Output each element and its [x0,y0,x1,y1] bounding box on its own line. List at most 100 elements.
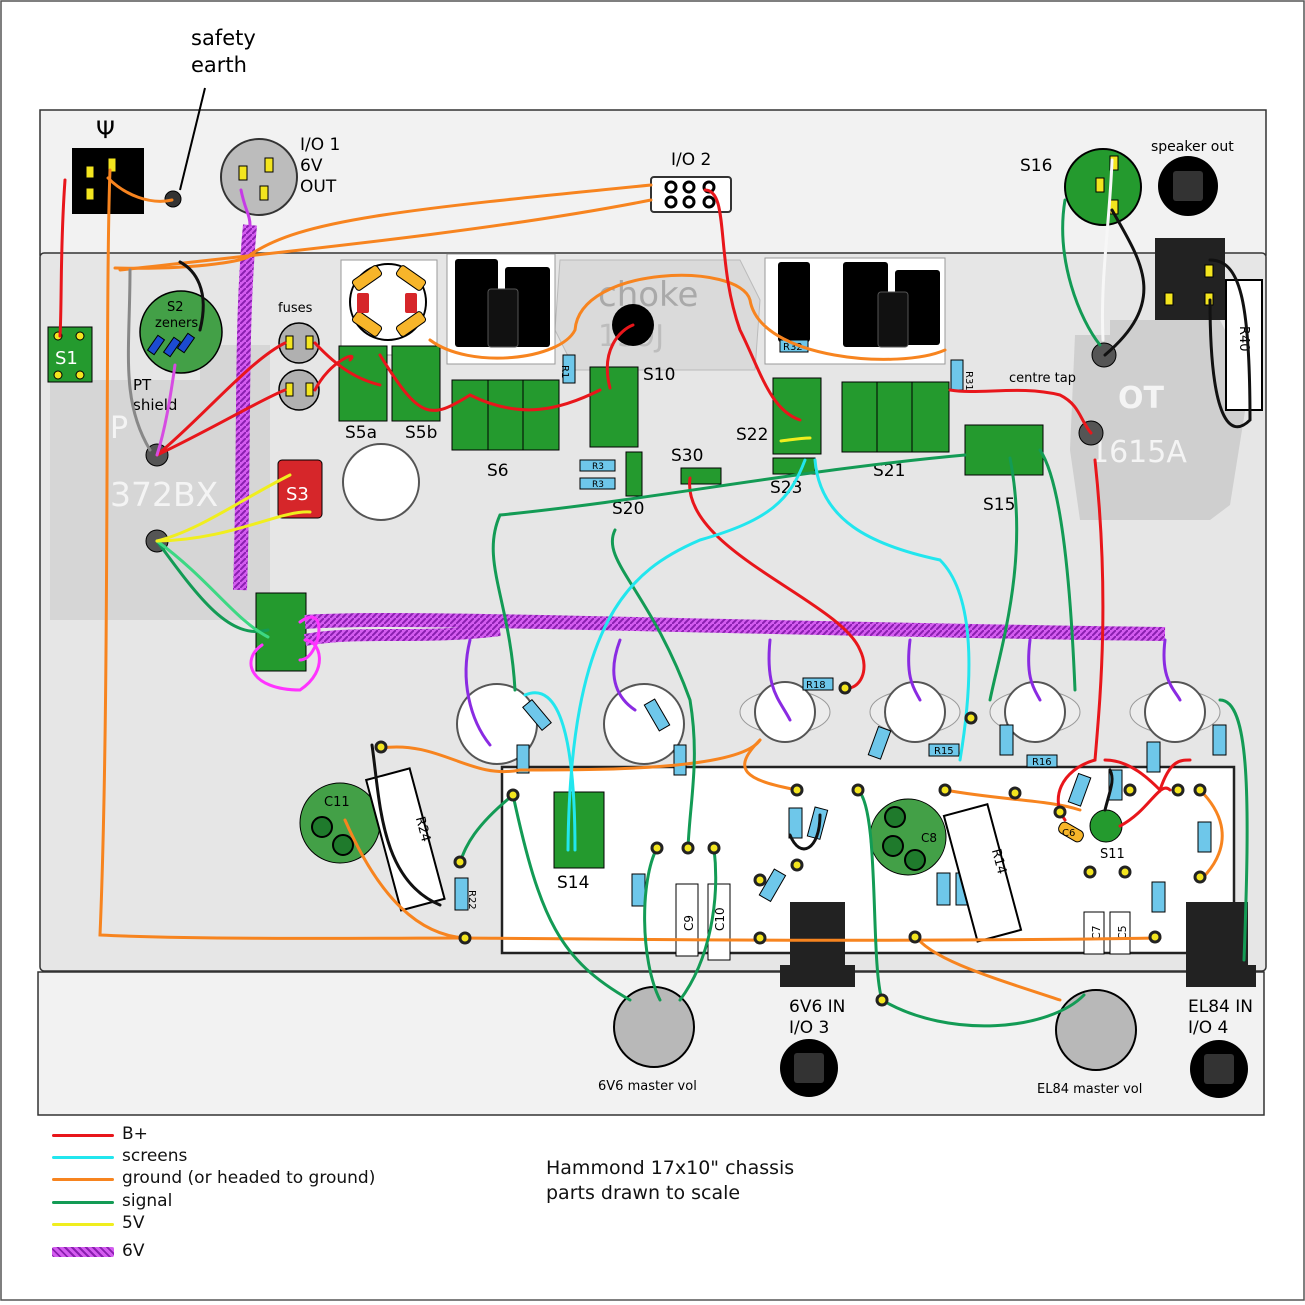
s14-board [553,791,605,869]
heater-wire-horizontal [304,612,1166,641]
c9-capacitor [675,883,699,957]
r1-resistor [562,354,576,384]
s15-label: S15 [983,495,1015,515]
svg-text:R14: R14 [988,847,1009,876]
r9-resistor [1067,772,1092,807]
io1-label: I/O 1 [300,135,340,155]
r3b-resistor [579,477,616,490]
svg-text:S11: S11 [1100,847,1125,862]
legend-swatch [52,1178,114,1181]
r21-resistor [631,873,646,907]
r32-resistor [779,339,809,353]
r14-resistor [942,803,1023,943]
svg-text:R16: R16 [1032,757,1052,768]
r27-resistor [522,698,552,732]
legend-item-6v: 6V [50,1241,390,1263]
earth-label: earth [191,53,247,77]
svg-text:C11: C11 [324,795,350,810]
choke-label: choke [598,275,698,315]
rectifier-tube-socket [342,443,420,521]
caption: Hammond 17x10" chassis parts drawn to sc… [546,1156,794,1206]
safety-label: safety [191,26,256,50]
svg-text:R3: R3 [592,462,604,472]
s1-label: S1 [55,348,78,369]
turret-lugs [374,681,1207,1007]
io1-socket [220,138,298,216]
s10-label: S10 [643,365,675,385]
r19-resistor [788,807,803,839]
s11-lug [1089,809,1123,843]
r26-resistor [643,698,671,732]
fuse-1 [278,322,320,364]
legend-label: B+ [122,1124,148,1144]
legend-swatch [52,1247,114,1257]
r6-resistor [1146,741,1161,773]
r24-resistor [364,767,446,912]
r16-resistor [1026,754,1058,768]
r18-resistor [802,677,834,691]
legend-swatch [52,1201,114,1204]
el84-in-label: EL84 IN [1188,997,1253,1017]
s2-label: S2 [167,300,184,315]
s23-board [772,457,816,475]
legend-swatch [52,1223,114,1226]
legend-label: ground (or headed to ground) [122,1168,376,1188]
c5-capacitor [1109,911,1131,955]
output-transformer [1070,320,1250,520]
el84-master-vol-label: EL84 master vol [1037,1082,1142,1097]
earth-symbol: Ψ [96,116,115,144]
legend-label: screens [122,1146,188,1166]
fuse-2 [278,369,320,411]
io1-voltage: 6V [300,156,323,176]
svg-text:C8: C8 [921,831,937,845]
s14-label: S14 [557,873,589,893]
s3-label: S3 [286,484,309,505]
s21-label: S21 [873,461,905,481]
6v6-in-socket [790,902,845,970]
c7-capacitor [1083,911,1105,955]
svg-text:C10: C10 [713,907,727,931]
r23-resistor [673,744,687,776]
s10-board [589,366,639,448]
ot-label: OT [1118,381,1165,416]
6v6-master-vol-label: 6V6 master vol [598,1079,697,1094]
legend-label: signal [122,1191,173,1211]
legend-item-screens: screens [50,1146,390,1168]
c6-capacitor [1058,821,1084,843]
s21-board [841,381,950,453]
s5b-label: S5b [405,423,437,443]
io2-label: I/O 2 [671,150,711,170]
r20-resistor [758,868,787,903]
caption-line-1: Hammond 17x10" chassis [546,1157,795,1179]
io3-label: I/O 3 [789,1018,829,1038]
r31-resistor [950,359,964,391]
svg-text:C6: C6 [1062,828,1075,839]
6v6-in-label: 6V6 IN [789,997,845,1017]
svg-text:P: P [110,411,128,446]
svg-text:R32: R32 [783,342,803,353]
pt-shield-label: PT [133,376,152,394]
fuses-label: fuses [278,301,313,316]
svg-text:R15: R15 [934,746,954,757]
caption-line-2: parts drawn to scale [546,1182,741,1204]
r11-resistor [936,872,951,906]
legend-item-ground: ground (or headed to ground) [50,1168,390,1190]
heater-wire-vertical [233,224,257,591]
r4-resistor [1151,881,1166,913]
s15-board [964,424,1044,476]
s6-label: S6 [487,461,509,481]
s16-label: S16 [1020,156,1052,176]
r5-resistor [1212,724,1227,756]
legend-item-signal: signal [50,1191,390,1213]
el84-master-vol-pot[interactable] [1055,989,1137,1071]
io1-out: OUT [300,177,337,197]
s2-zener-board [139,290,223,374]
r12-resistor [867,725,892,760]
svg-text:R18: R18 [806,680,826,691]
power-transformer [50,345,270,620]
s20-label: S20 [612,499,644,519]
svg-text:C7: C7 [1090,925,1103,940]
r3a-resistor [579,459,616,472]
